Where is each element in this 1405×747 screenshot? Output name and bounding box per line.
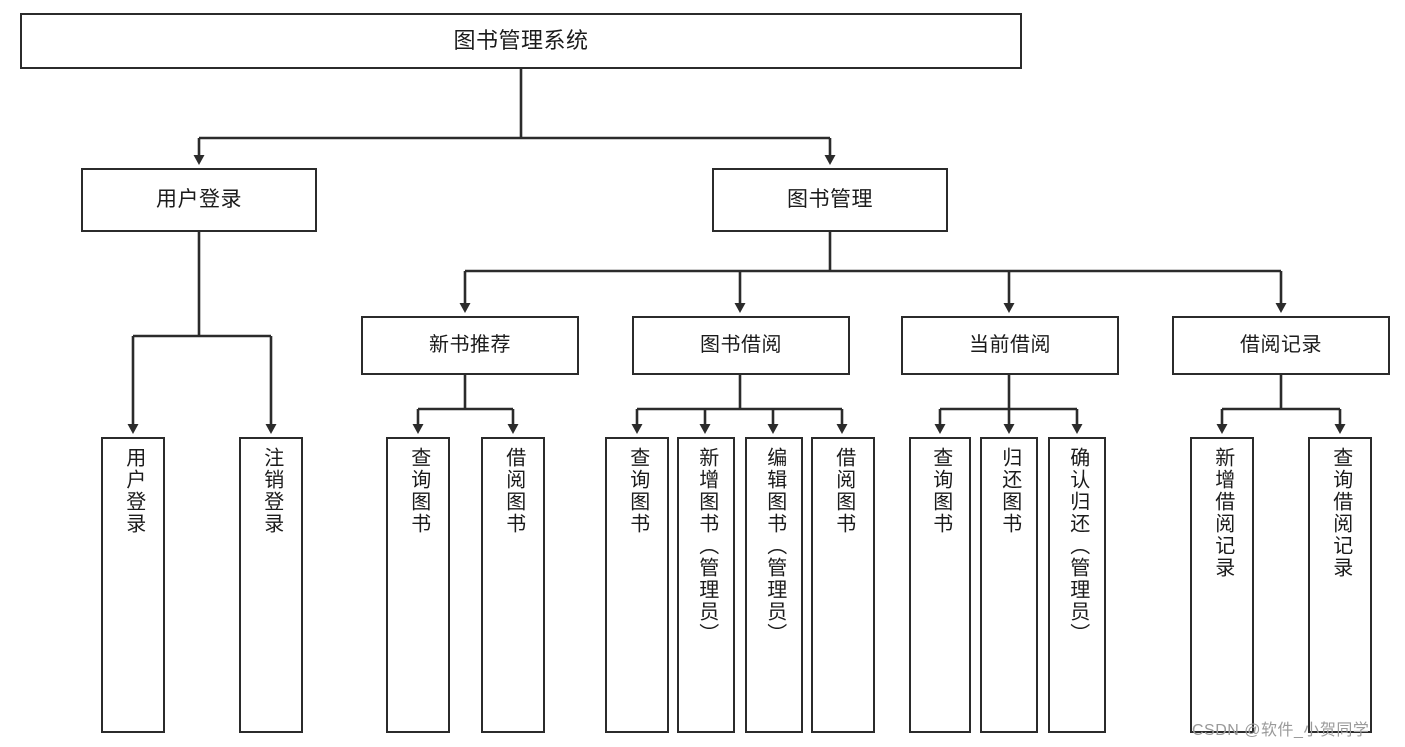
node-book-management[interactable]: 图书管理 — [712, 168, 948, 232]
node-label: 图书借阅 — [700, 334, 782, 356]
node-user-login[interactable]: 用户登录 — [81, 168, 317, 232]
node-label: 借阅图书 — [832, 447, 855, 535]
node-label: 借阅记录 — [1240, 334, 1322, 356]
node-label: 确认归还（管理员） — [1066, 447, 1089, 645]
node-label: 查询图书 — [407, 447, 430, 535]
node-current-borrow[interactable]: 当前借阅 — [901, 316, 1119, 375]
csdn-watermark: CSDN @软件_小贺同学 — [1192, 722, 1370, 739]
leaf-recommend-borrow-book[interactable]: 借阅图书 — [481, 437, 545, 733]
node-label: 用户登录 — [156, 187, 242, 211]
node-new-book-recommend[interactable]: 新书推荐 — [361, 316, 579, 375]
node-label: 归还图书 — [998, 447, 1021, 535]
leaf-user-login-logout[interactable]: 注销登录 — [239, 437, 303, 733]
node-label: 图书管理 — [787, 187, 873, 211]
leaf-borrow-edit-book-admin[interactable]: 编辑图书（管理员） — [745, 437, 803, 733]
leaf-current-return-book[interactable]: 归还图书 — [980, 437, 1038, 733]
node-label: 借阅图书 — [502, 447, 525, 535]
leaf-record-query-record[interactable]: 查询借阅记录 — [1308, 437, 1372, 733]
node-label: 查询借阅记录 — [1329, 447, 1352, 579]
node-label: 用户登录 — [122, 447, 145, 535]
node-label: 新增借阅记录 — [1211, 447, 1234, 579]
node-label: 查询图书 — [929, 447, 952, 535]
leaf-record-add-record[interactable]: 新增借阅记录 — [1190, 437, 1254, 733]
node-borrow-record[interactable]: 借阅记录 — [1172, 316, 1390, 375]
node-label: 新书推荐 — [429, 334, 511, 356]
leaf-borrow-borrow-book[interactable]: 借阅图书 — [811, 437, 875, 733]
node-root-system[interactable]: 图书管理系统 — [20, 13, 1022, 69]
node-book-borrow[interactable]: 图书借阅 — [632, 316, 850, 375]
node-label: 当前借阅 — [969, 334, 1051, 356]
node-label: 图书管理系统 — [453, 28, 589, 54]
leaf-borrow-query-book[interactable]: 查询图书 — [605, 437, 669, 733]
leaf-borrow-add-book-admin[interactable]: 新增图书（管理员） — [677, 437, 735, 733]
leaf-current-confirm-return-admin[interactable]: 确认归还（管理员） — [1048, 437, 1106, 733]
node-label: 查询图书 — [626, 447, 649, 535]
node-label: 编辑图书（管理员） — [763, 447, 786, 645]
leaf-recommend-query-book[interactable]: 查询图书 — [386, 437, 450, 733]
leaf-user-login-login[interactable]: 用户登录 — [101, 437, 165, 733]
node-label: 注销登录 — [260, 447, 283, 535]
leaf-current-query-book[interactable]: 查询图书 — [909, 437, 971, 733]
node-label: 新增图书（管理员） — [695, 447, 718, 645]
